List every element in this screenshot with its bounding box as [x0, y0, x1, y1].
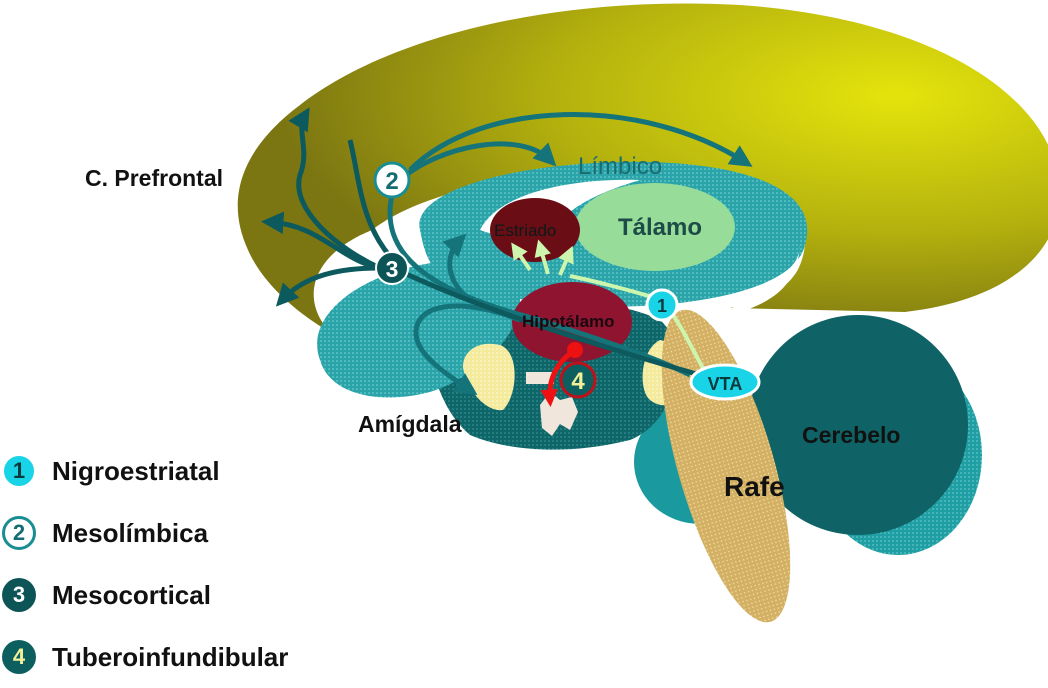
mesocortical-branch-up [288, 107, 382, 271]
legend-item-tuberoinfundibular: 4 Tuberoinfundibular [0, 626, 340, 688]
label-raphe: Rafe [724, 471, 785, 502]
label-hypothalamus: Hipotálamo [522, 312, 615, 331]
legend-badge-4: 4 [2, 640, 36, 674]
marker-4-circle [559, 361, 597, 399]
legend-label-4: Tuberoinfundibular [52, 641, 289, 672]
inner-white-arc [720, 245, 800, 312]
mesocortical-main-trunk [396, 267, 701, 378]
mesolimbic-path-to-amygdala [413, 303, 521, 395]
marker-1-circle [645, 288, 679, 322]
legend-badge-1: 1 [2, 454, 36, 488]
vta-node [689, 363, 761, 401]
legend-item-nigroestriatal: 1 Nigroestriatal [0, 440, 340, 502]
brain-dopamine-pathways-diagram: VTA 1 2 3 4 C. Prefrontal Límbico Estria… [2, 3, 1048, 674]
mesolimbic-path-to-cortex [408, 112, 753, 172]
label-amygdala: Amígdala [358, 411, 462, 437]
mesolimbic-path-to-limbic [398, 141, 557, 182]
marker-1-label: 1 [657, 296, 667, 316]
label-striatum: Estriado [494, 221, 556, 240]
pathway-legend: 1 Nigroestriatal 2 Mesolímbica 3 Mesocor… [0, 440, 340, 688]
nigrostriatal-arrow-2 [534, 239, 551, 275]
legend-badge-3: 3 [2, 578, 36, 612]
mesocortical-branch-high [347, 139, 397, 264]
label-limbic: Límbico [578, 153, 662, 180]
mesocortical-branch-mid [261, 211, 381, 271]
marker-3-label: 3 [386, 256, 399, 282]
cerebellum-shape [748, 315, 968, 535]
marker-2-label: 2 [385, 168, 398, 195]
mesolimbic-path-descending [387, 194, 692, 378]
nigrostriatal-arrow-1 [558, 245, 574, 276]
marker-3-circle [375, 251, 409, 285]
label-thalamus: Tálamo [618, 214, 702, 241]
mesocortical-branch-low [275, 265, 381, 307]
marker-2-circle [373, 161, 411, 199]
pituitary-stalk [526, 372, 554, 384]
marker-4-label: 4 [571, 368, 585, 395]
legend-item-mesolimbica: 2 Mesolímbica [0, 502, 340, 564]
legend-label-3: Mesocortical [52, 579, 211, 610]
tuberoinfundibular-path [540, 347, 577, 407]
label-prefrontal: C. Prefrontal [85, 165, 223, 191]
label-cerebellum: Cerebelo [802, 422, 900, 448]
mesolimbic-path-to-limbic-inner [442, 233, 472, 302]
legend-item-mesocortical: 3 Mesocortical [0, 564, 340, 626]
nigrostriatal-arrow-3 [511, 242, 532, 272]
vta-label: VTA [708, 374, 743, 394]
legend-label-1: Nigroestriatal [52, 455, 220, 486]
legend-badge-2: 2 [2, 516, 36, 550]
thalamus-shape [575, 183, 735, 271]
legend-label-2: Mesolímbica [52, 517, 209, 548]
diagram-canvas: VTA 1 2 3 4 C. Prefrontal Límbico Estria… [85, 3, 1048, 623]
